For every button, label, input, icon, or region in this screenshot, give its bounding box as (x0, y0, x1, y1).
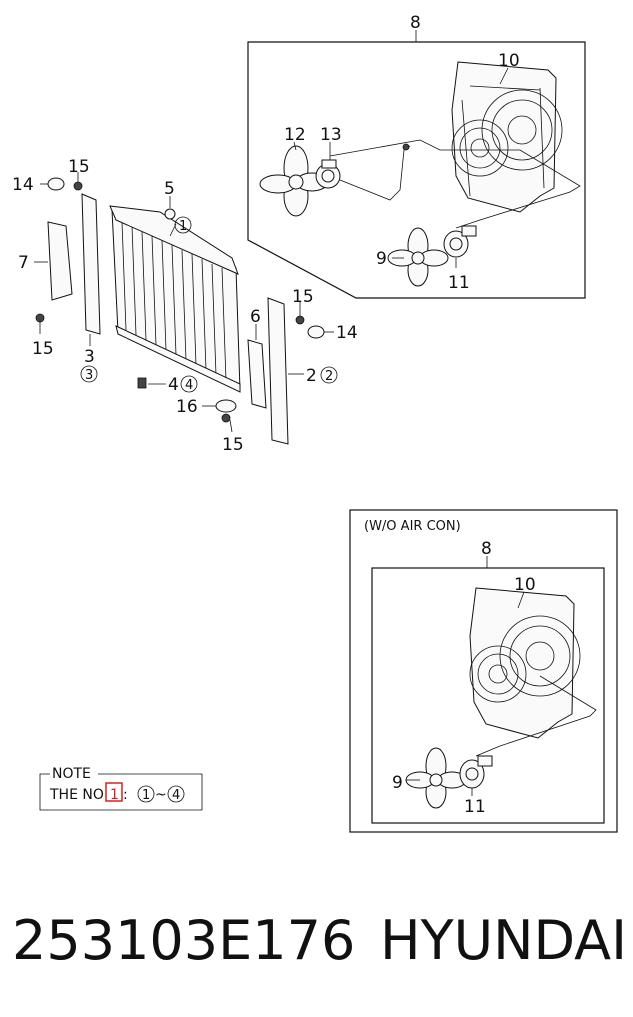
bolt-15-bottom-left (35, 313, 45, 323)
callout-1-circled: 1 (179, 219, 187, 234)
inset-title: (W/O AIR CON) (364, 519, 461, 534)
inset-callout-10: 10 (514, 575, 536, 595)
inset-fan-blade-9 (405, 747, 467, 809)
callout-4-circled: 4 (185, 378, 193, 393)
radiator-cap-5 (164, 208, 176, 220)
inset-inner-frame (371, 567, 605, 824)
note-box: NOTE THE NO 1 : 1 ~ 4 (39, 766, 203, 811)
inset-callout-9: 9 (392, 773, 403, 793)
note-range-start: 1 (142, 788, 150, 803)
product-caption: 253103E176 HYUNDAI (12, 900, 627, 980)
part-number: 253103E176 (12, 908, 356, 972)
bracket-3 (81, 193, 101, 335)
insulator-14-left (47, 177, 65, 191)
callout-2-circled: 2 (325, 369, 333, 384)
fan-motor-13 (315, 159, 341, 189)
radiator-bottom-tank (115, 325, 241, 393)
note-highlight: 1 (110, 787, 119, 803)
callout-15-lower: 15 (222, 435, 244, 455)
note-tilde: ~ (155, 787, 167, 803)
callout-3-circled: 3 (85, 368, 93, 383)
wire-harness-lead (339, 145, 411, 201)
inset-frame (349, 509, 618, 833)
leader-12 (293, 141, 297, 151)
inset-fan-shroud (469, 587, 581, 739)
radiator-top-tank (109, 205, 239, 275)
fan-blade-9 (387, 227, 449, 287)
callout-14-right: 14 (336, 323, 358, 343)
callout-14-left: 14 (12, 175, 34, 195)
parts-diagram: 8 10 12 (12, 13, 618, 833)
guide-6 (247, 339, 267, 409)
brand-name: HYUNDAI (379, 908, 627, 972)
wire-harness (329, 139, 581, 229)
inset-fan-motor-11 (459, 755, 493, 789)
radiator-fins (121, 221, 227, 381)
callout-4: 4 (168, 375, 179, 395)
note-label: NOTE (52, 766, 91, 782)
bolt-15-lower (221, 413, 231, 423)
callout-2: 2 (306, 366, 317, 386)
callout-7: 7 (18, 253, 29, 273)
inset-leader-10 (517, 591, 525, 609)
leader-15-lower (229, 419, 233, 433)
inset-without-air-con: (W/O AIR CON) 8 10 9 (349, 509, 618, 833)
note-text-suffix: : (123, 787, 128, 803)
callout-6: 6 (250, 307, 261, 327)
note-highlight-box (105, 782, 123, 802)
callout-15-bottom-left: 15 (32, 339, 54, 359)
inset-callout-8: 8 (481, 539, 492, 559)
callout-12: 12 (284, 125, 306, 145)
mount-16 (215, 399, 237, 413)
bolt-15-right (295, 315, 305, 325)
callout-9: 9 (376, 249, 387, 269)
exploded-view-svg: 8 10 12 (12, 13, 618, 833)
note-text-prefix: THE NO (49, 787, 104, 803)
guide-7 (47, 221, 73, 301)
bracket-2 (267, 297, 289, 445)
fan-assembly-frame (247, 41, 586, 299)
fan-assembly-group: 8 10 12 (247, 13, 586, 299)
inset-wire (475, 675, 597, 757)
callout-5: 5 (164, 179, 175, 199)
callout-13: 13 (320, 125, 342, 145)
callout-8: 8 (410, 13, 421, 33)
callout-3: 3 (84, 347, 95, 367)
fan-shroud (451, 61, 563, 213)
callout-16: 16 (176, 397, 198, 417)
bolt-15-top-left (73, 181, 83, 191)
note-range-end: 4 (172, 788, 180, 803)
radiator-group: 1 5 4 4 16 15 3 3 7 14 (12, 157, 358, 455)
leader-10 (499, 67, 509, 85)
insulator-14-right (307, 325, 325, 339)
drain-plug-4 (137, 377, 147, 389)
inset-callout-11: 11 (464, 797, 486, 817)
callout-15-top-left: 15 (68, 157, 90, 177)
callout-10: 10 (498, 51, 520, 71)
fan-motor-11 (443, 225, 477, 258)
callout-11: 11 (448, 273, 470, 293)
note-frame (39, 773, 203, 811)
callout-15-right: 15 (292, 287, 314, 307)
